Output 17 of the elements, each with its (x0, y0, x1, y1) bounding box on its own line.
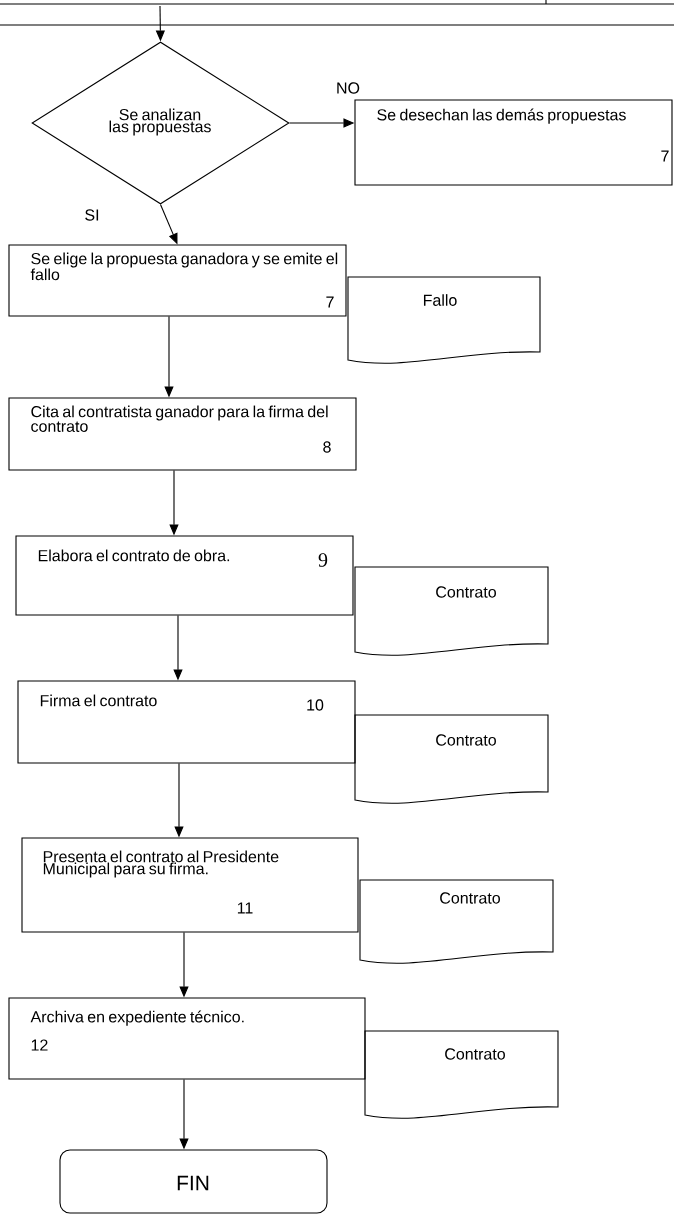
step-number: 8 (323, 441, 331, 453)
process-box: Firma el contrato 10 (17, 680, 356, 764)
step-number: 11 (237, 902, 253, 914)
step-number: 9 (318, 553, 328, 567)
edge-label: SI (83, 208, 101, 222)
process-box: Se elige la propuesta ganadora y se emite el fallo 7 (8, 244, 347, 317)
step-number: 12 (31, 1039, 48, 1051)
process-box: Se desechan las demás propuestas 7 (354, 99, 673, 186)
process-box: Elabora el contrato de obra. 9 (15, 535, 354, 616)
step-number: 7 (661, 150, 669, 162)
terminator-box: FIN (59, 1149, 328, 1214)
process-box: Cita al contratista ganador para la firma del contrato 8 (8, 397, 357, 471)
step-number: 10 (307, 699, 324, 711)
edge-label: NO (335, 81, 361, 95)
process-box: Presenta el contrato al Presidente Municipal para su firma. 11 (21, 837, 359, 933)
process-box: Archiva en expediente técnico. 12 (8, 997, 366, 1080)
step-number: 7 (326, 296, 334, 308)
